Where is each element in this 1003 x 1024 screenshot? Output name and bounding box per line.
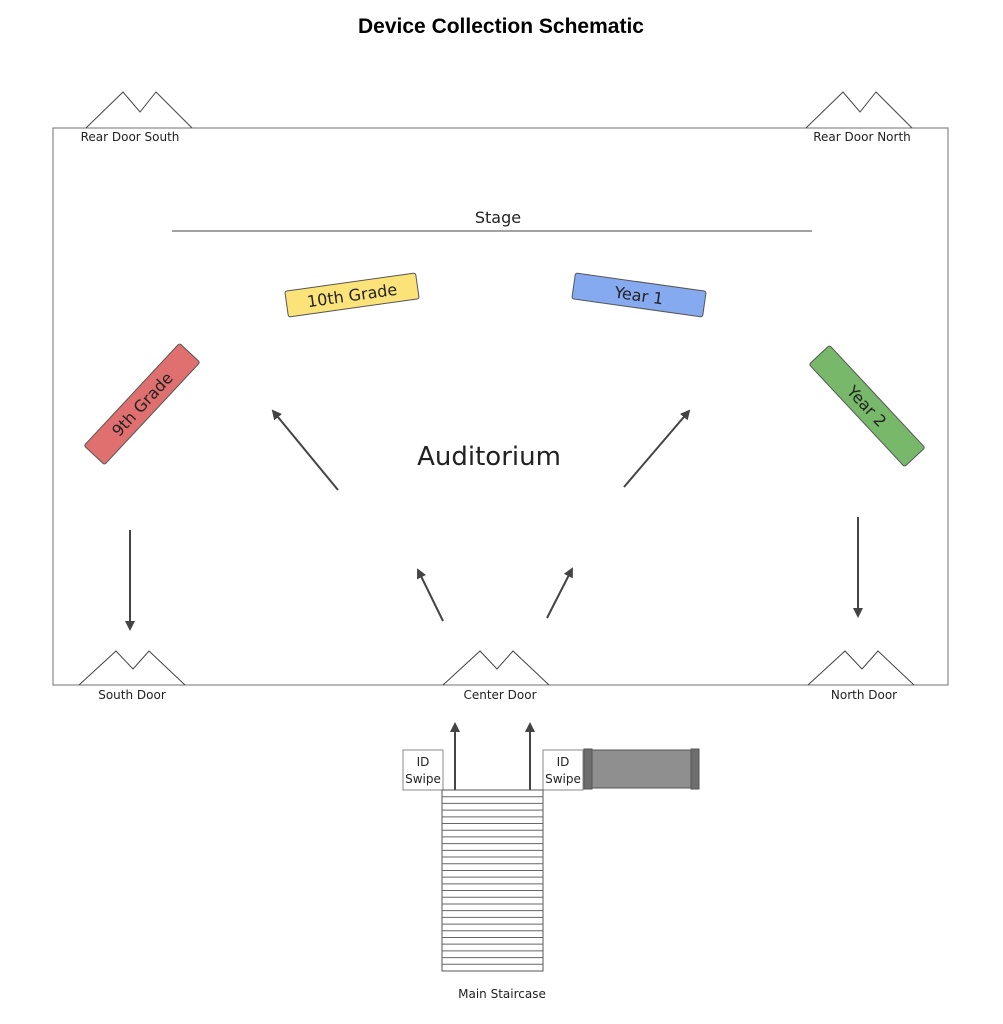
id-swipe-right-line2: Swipe [545,772,581,786]
north-door-label: North Door [831,688,897,702]
staircase-icon [441,789,544,972]
table-9th-grade-rect [84,343,200,465]
staircase-label: Main Staircase [458,987,546,1001]
collection-table-end-right [690,748,700,790]
center-door-icon [442,650,550,686]
auditorium-wall [52,127,949,686]
arrow-center-left [417,568,444,622]
table-year-2: Year 2 [809,345,925,467]
id-swipe-left: ID Swipe [402,749,444,791]
id-swipe-right-line1: ID [557,755,570,769]
rear-door-north-icon [805,91,913,129]
south-door-icon [78,650,186,686]
table-year-1: Year 1 [571,272,707,318]
table-9th-grade: 9th Grade [84,343,200,465]
table-9th-grade-label: 9th Grade [108,368,177,440]
page-title: Device Collection Schematic [358,15,644,38]
rear-door-north-label: Rear Door North [813,130,911,144]
collection-table-end-left [583,748,593,790]
center-door-label: Center Door [463,688,536,702]
south-door-label: South Door [98,688,166,702]
collection-table-icon [583,748,700,790]
arrow-to-year-1 [623,409,691,488]
id-swipe-right-box [542,749,584,791]
auditorium-label: Auditorium [417,442,561,472]
table-10th-grade: 10th Grade [284,272,420,318]
north-door-icon [807,650,915,686]
rear-door-south-label: Rear Door South [81,130,180,144]
id-swipe-right: ID Swipe [542,749,584,791]
collection-table-body [584,749,700,789]
staircase-outline [441,789,544,972]
id-swipe-left-box [402,749,444,791]
rear-door-south-icon [85,91,193,129]
id-swipe-left-line1: ID [417,755,430,769]
table-year-1-rect [571,272,707,318]
table-10th-grade-rect [284,272,420,318]
arrow-to-10th-grade [271,409,339,491]
arrow-center-right [546,567,573,619]
stage-label: Stage [475,208,521,227]
id-swipe-left-line2: Swipe [405,772,441,786]
table-year-2-rect [809,345,925,467]
